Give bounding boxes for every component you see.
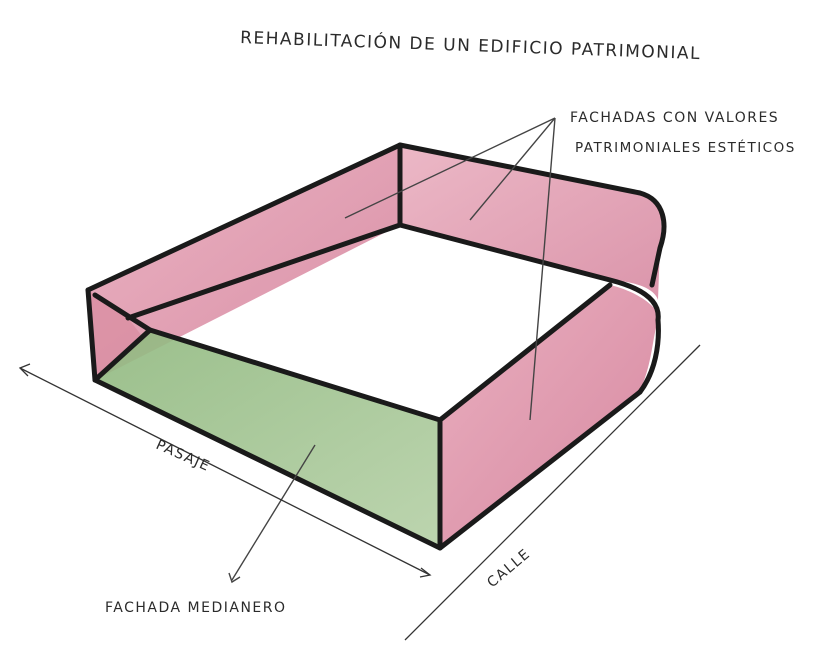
facade-calle-face (440, 285, 658, 548)
label-fachada-medianero: FACHADA MEDIANERO (105, 600, 287, 616)
label-pasaje: PASAJE (153, 437, 212, 475)
sketch-title: REHABILITACIÓN DE UN EDIFICIO PATRIMONIA… (240, 26, 702, 64)
facade-medianera-face (95, 330, 440, 548)
facade-back-right-inner (400, 145, 661, 300)
label-facades-heritage-line1: FACHADAS CON VALORES (570, 110, 779, 126)
label-facades-heritage-line2: PATRIMONIALES ESTÉTICOS (575, 139, 796, 156)
